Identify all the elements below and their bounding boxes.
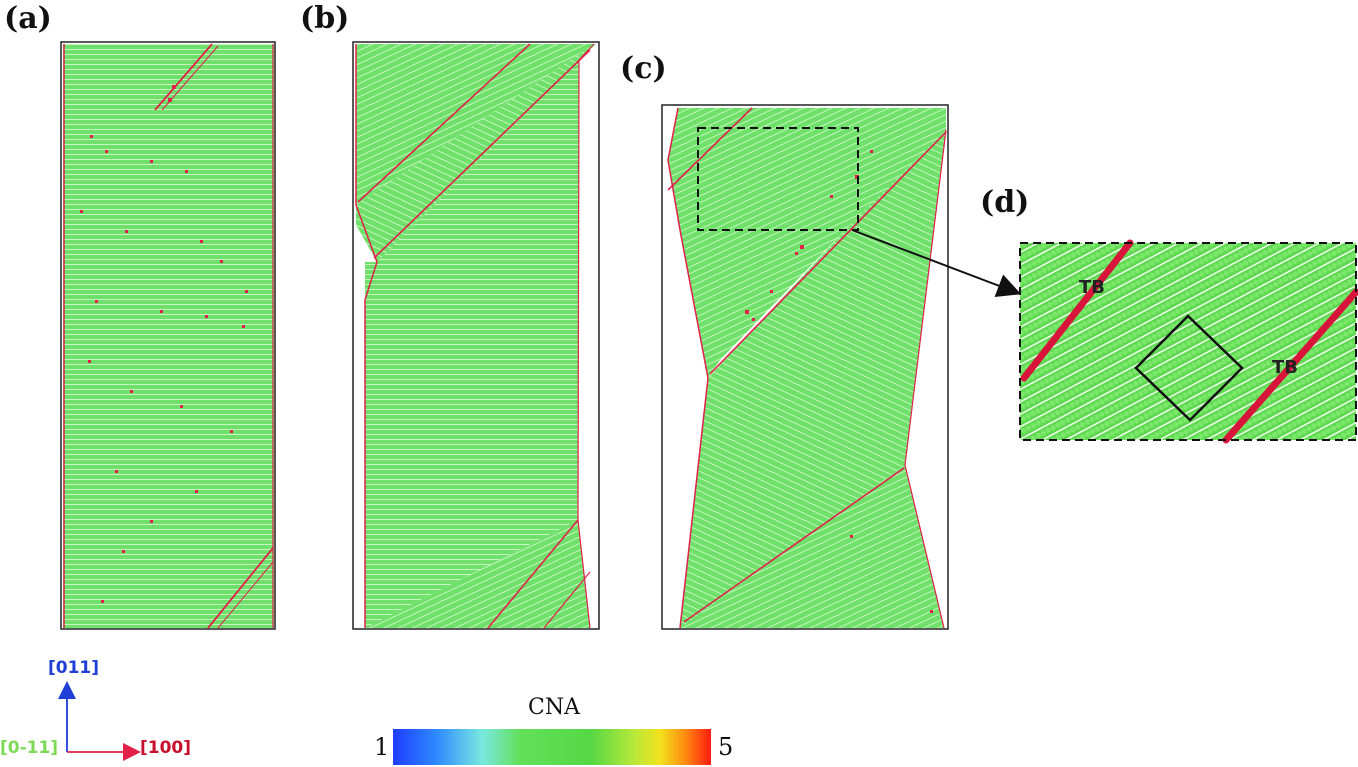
panel-d-twin-boundary-right [1222,288,1358,444]
panel-a [60,41,276,630]
panel-c-lower-grain [680,465,944,628]
panel-c-zoom-box [697,127,859,231]
panel-c-middle-grain [680,130,946,628]
panel-b-lower-twin [365,520,590,628]
colorbar-title: CNA [528,695,580,720]
panel-d-twin-boundary-left [1020,239,1134,382]
panel-b-left-surface [355,44,378,628]
panel-b [352,41,600,630]
panel-b-middle [365,60,579,628]
panel-c-right-surface [904,129,947,629]
panel-label-d: (d) [980,185,1030,220]
panel-c-left-surface [667,107,709,629]
colorbar-max-label: 5 [718,733,734,761]
panel-a-twin-bottom [207,547,274,629]
panel-b-twin-boundary-4 [543,571,591,629]
axis-vertical-label: [011] [48,658,100,678]
panel-b-twin-band [356,44,596,262]
panel-c [661,104,949,630]
panel-d-unit-cell [1134,314,1244,422]
panel-b-twin-boundary-3 [487,519,579,629]
colorbar-min-label: 1 [374,733,390,761]
panel-label-c: (c) [620,51,667,86]
panel-c-twin-boundary-1 [667,107,753,191]
panel-b-twin-boundary-1 [357,43,531,203]
panel-d-lattice [1020,243,1356,440]
panel-label-b: (b) [300,1,350,36]
panel-a-twin-top [154,43,213,111]
panel-a-lattice [63,44,274,628]
panel-c-upper-grain [668,108,946,378]
axis-normal-label: [0-11] [0,738,59,758]
axis-horizontal-label: [100] [140,738,192,758]
panel-c-twin-boundary-2 [709,131,947,375]
panel-b-right-surface [577,43,595,629]
panel-d: TB TB [1019,239,1358,444]
cna-colorbar [393,729,711,765]
panel-d-tb-label-2: TB [1272,357,1298,378]
panel-d-frame [1019,242,1357,441]
panel-a-point-defects [80,85,248,603]
zoom-arrow [851,229,1022,297]
panel-label-a: (a) [4,1,52,36]
crystal-axes [58,681,141,761]
panel-a-twin-bottom-2 [217,561,274,629]
panel-d-tb-label-1: TB [1079,277,1105,298]
panel-b-twin-boundary-2 [373,49,591,259]
panel-c-twin-boundary-3 [683,467,905,623]
